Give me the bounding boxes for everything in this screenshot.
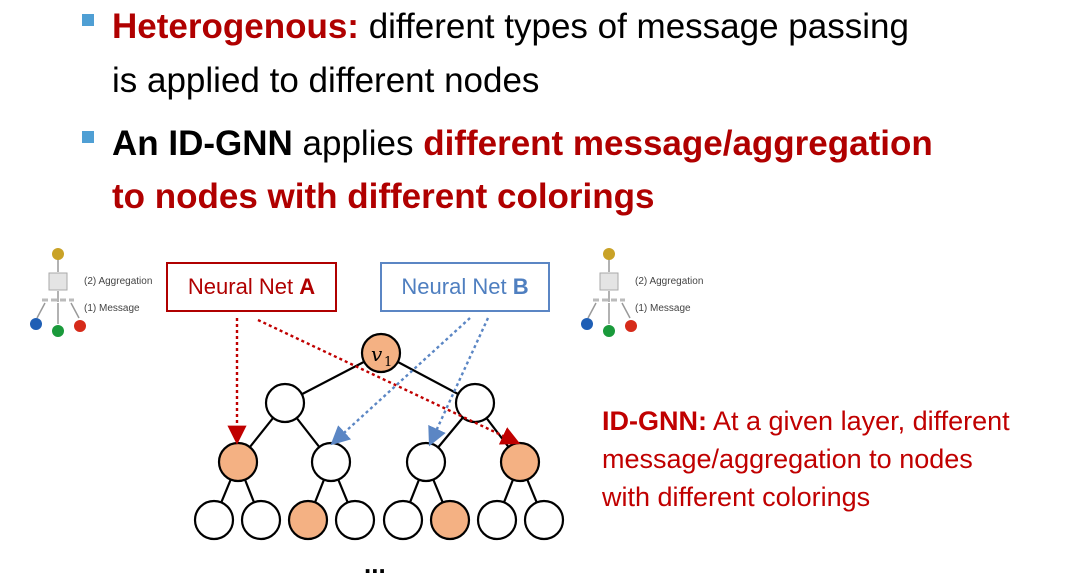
id-gnn-description: ID-GNN: At a given layer, different mess… [602,402,1087,516]
description-line-1: ID-GNN: At a given layer, different [602,402,1087,440]
tree-node [334,499,376,541]
tree-node-root [360,332,402,374]
mini-message-label: (1) Message [84,303,140,314]
mini-message-label: (1) Message [635,303,691,314]
tree-node [264,382,306,424]
tree-node-colored [217,441,259,483]
tree-node [193,499,235,541]
tree-node [382,499,424,541]
tree-node [310,441,352,483]
tree-node [240,499,282,541]
root-label: v [371,342,383,366]
tree-node-colored [287,499,329,541]
bullet-1-line-1: Heterogenous: different types of message… [112,9,909,44]
bullet-marker [82,14,94,26]
neural-net-b-prefix: Neural Net [401,274,513,299]
root-subscript: 1 [384,355,392,370]
mini-aggregation-label: (2) Aggregation [84,276,152,287]
neural-net-a-letter: A [299,274,316,299]
mini-diagram-right: (2) Aggregation (1) Message [581,248,703,337]
bullet-2-lead: An ID-GNN [112,124,293,163]
bullet-marker [82,131,94,143]
bullet-2-mid: applies [292,124,424,163]
neural-net-a-box: Neural Net A [166,262,337,312]
arrow-net-b-right [428,317,490,447]
tree-node-colored [429,499,471,541]
bullet-2-emphasis: different message/aggregation [423,124,933,163]
neural-net-b-letter: B [512,274,529,299]
tree-node [476,499,518,541]
mini-aggregation-label: (2) Aggregation [635,276,703,287]
tree-node [454,382,496,424]
description-line-2: message/aggregation to nodes [602,444,973,474]
description-line-3: with different colorings [602,482,871,512]
neural-net-a-prefix: Neural Net [187,274,300,299]
description-line-1-rest: At a given layer, different [706,406,1010,436]
description-highlight: ID-GNN: [602,406,707,436]
bullet-2-line-2: to nodes with different colorings [112,177,655,216]
neural-net-b-box: Neural Net B [380,262,550,312]
mini-diagram-left: (2) Aggregation (1) Message [30,248,152,337]
bullet-2-line-1: An ID-GNN applies different message/aggr… [112,126,933,161]
tree-node-colored [499,441,541,483]
arrow-net-b-left [330,317,471,446]
tree-ellipsis: ... [364,549,386,574]
tree-node [523,499,565,541]
bullet-1-text: different types of message passing [358,7,909,46]
tree-node [405,441,447,483]
bullet-1-line-2: is applied to different nodes [112,61,540,100]
bullet-1-emphasis: Heterogenous: [112,7,359,46]
